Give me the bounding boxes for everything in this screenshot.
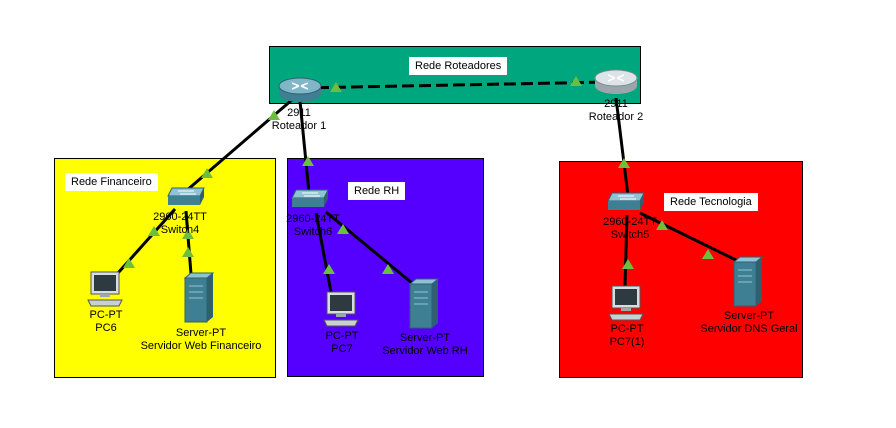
pc-icon[interactable] [86, 270, 124, 308]
server-rh-model: Server-PT [399, 332, 451, 344]
zone-label-roteadores: Rede Roteadores [409, 57, 508, 75]
zone-rede-roteadores: Rede Roteadores [269, 46, 641, 104]
link-up-indicator [268, 110, 280, 120]
pc7-1-label: PC-PT PC7(1) [610, 323, 645, 349]
link-up-indicator [618, 158, 630, 168]
zone-label-financeiro: Rede Financeiro [65, 173, 158, 191]
server-rh-name: Servidor Web RH [382, 345, 468, 357]
link-router1-router2[interactable] [299, 80, 611, 90]
pc7-1-name: PC7(1) [609, 336, 645, 348]
link-up-indicator [123, 258, 135, 268]
link-up-indicator [622, 259, 634, 269]
router-icon[interactable] [593, 66, 639, 96]
server-icon[interactable] [408, 278, 440, 330]
pc6-name: PC6 [95, 322, 117, 334]
pc7-1-model: PC-PT [610, 323, 644, 335]
link-switch4-server-fin[interactable] [184, 210, 193, 275]
link-switch6-server-rh[interactable] [325, 210, 413, 285]
link-up-indicator [323, 264, 335, 274]
link-up-indicator [382, 264, 394, 274]
server-icon[interactable] [732, 256, 764, 308]
router2-model: 2911 [604, 98, 628, 110]
pc7-name: PC7 [331, 343, 353, 355]
pc6-model: PC-PT [89, 309, 123, 321]
router1-model: 2911 [287, 107, 311, 119]
server-icon[interactable] [183, 272, 215, 324]
link-up-indicator [302, 156, 314, 166]
router1-name: Roteador 1 [271, 120, 327, 132]
link-up-indicator [182, 247, 194, 257]
server-dns-name: Servidor DNS Geral [700, 323, 798, 335]
switch4-model: 2960-24TT [153, 211, 207, 223]
pc-icon[interactable] [607, 284, 645, 322]
pc-icon[interactable] [322, 290, 360, 328]
link-up-indicator [182, 229, 194, 239]
switch4-name: Switch4 [160, 224, 200, 236]
link-up-indicator [148, 226, 160, 236]
server-dns-label: Server-PT Servidor DNS Geral [700, 310, 797, 336]
switch5-label: 2960-24TT Switch5 [603, 216, 657, 242]
link-up-indicator [330, 82, 342, 92]
zone-label-rh: Rede RH [348, 182, 406, 200]
router2-name: Roteador 2 [588, 111, 644, 123]
switch6-label: 2960-24TT Switch6 [286, 213, 340, 239]
server-rh-label: Server-PT Servidor Web RH [382, 332, 467, 358]
router1-label: 2911 Roteador 1 [272, 107, 326, 133]
pc7-model: PC-PT [325, 330, 359, 342]
server-fin-label: Server-PT Servidor Web Financeiro [141, 327, 262, 353]
switch4-label: 2960-24TT Switch4 [153, 211, 207, 237]
router-icon[interactable] [277, 74, 323, 104]
pc6-label: PC-PT PC6 [90, 309, 123, 335]
zone-rede-tecnologia: Rede Tecnologia [559, 161, 803, 378]
switch-icon[interactable] [606, 191, 646, 213]
server-fin-name: Servidor Web Financeiro [140, 340, 262, 352]
link-up-indicator [656, 220, 668, 230]
link-switch6-pc7[interactable] [314, 212, 333, 293]
server-dns-model: Server-PT [723, 310, 775, 322]
link-switch5-server-dns[interactable] [639, 211, 741, 264]
link-up-indicator [702, 249, 714, 259]
link-router1-switch6[interactable] [298, 100, 311, 194]
switch5-model: 2960-24TT [603, 216, 657, 228]
router2-label: 2911 Roteador 2 [589, 98, 643, 124]
link-switch5-pc7-1[interactable] [623, 214, 629, 288]
zone-label-tecnologia: Rede Tecnologia [664, 193, 758, 211]
switch-icon[interactable] [290, 188, 330, 210]
pc7-label: PC-PT PC7 [326, 330, 359, 356]
link-up-indicator [201, 168, 213, 178]
switch5-name: Switch5 [610, 229, 650, 241]
link-router2-switch5[interactable] [614, 97, 630, 197]
zone-rede-financeiro: Rede Financeiro [54, 158, 276, 378]
link-up-indicator [337, 224, 349, 234]
link-status-markers [123, 76, 714, 274]
server-fin-model: Server-PT [175, 327, 227, 339]
switch6-model: 2960-24TT [286, 213, 340, 225]
switch-icon[interactable] [166, 186, 206, 208]
switch6-name: Switch6 [293, 226, 333, 238]
link-up-indicator [570, 76, 582, 86]
